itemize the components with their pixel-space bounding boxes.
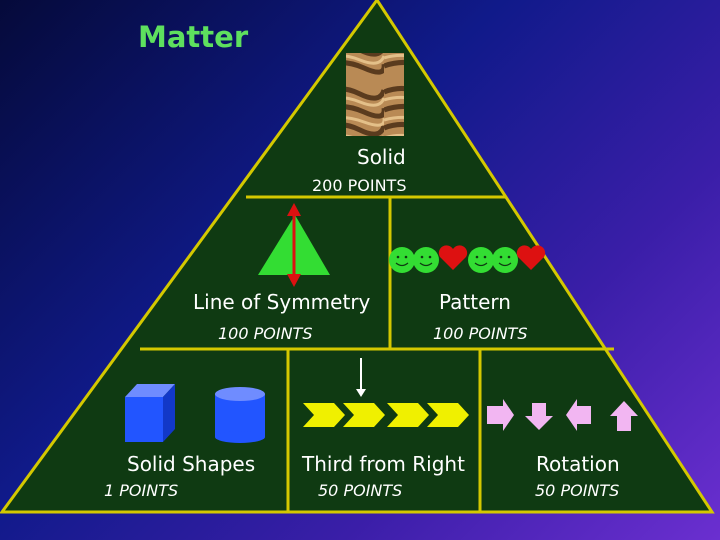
cube-icon xyxy=(125,384,175,442)
rotation-label: Rotation xyxy=(536,452,620,476)
arrow-down-icon xyxy=(287,274,301,287)
smiley-face-icon xyxy=(389,247,415,273)
heart-icon xyxy=(438,245,468,270)
pointer-arrowhead-icon xyxy=(356,389,366,397)
page-title: Matter xyxy=(138,20,249,54)
chevron-icon xyxy=(303,403,345,427)
smiley-face-icon xyxy=(413,247,439,273)
rotation-points[interactable]: 50 POINTS xyxy=(535,481,620,500)
tier-top-points[interactable]: 200 POINTS xyxy=(312,176,407,195)
arrow-right-icon xyxy=(487,399,514,431)
smiley-face-icon xyxy=(468,247,494,273)
symmetry-label: Line of Symmetry xyxy=(193,290,371,314)
smiley-face-icon xyxy=(492,247,518,273)
arrow-left-icon xyxy=(566,399,591,431)
sand-dunes-image[interactable] xyxy=(346,53,404,136)
symmetry-points[interactable]: 100 POINTS xyxy=(218,324,313,343)
cylinder-icon xyxy=(215,387,265,443)
chevron-icon xyxy=(427,403,469,427)
chevron-icon xyxy=(387,403,429,427)
arrow-up-icon xyxy=(610,401,638,431)
third-from-right-points[interactable]: 50 POINTS xyxy=(318,481,403,500)
pattern-points[interactable]: 100 POINTS xyxy=(433,324,528,343)
chevron-icon xyxy=(343,403,385,427)
arrow-up-icon xyxy=(287,203,301,216)
solid-shapes-label: Solid Shapes xyxy=(127,452,256,476)
solid-shapes-points[interactable]: 1 POINTS xyxy=(104,481,179,500)
tier-top-label: Solid xyxy=(357,145,406,169)
third-from-right-label: Third from Right xyxy=(302,452,465,476)
arrow-down-icon xyxy=(525,403,553,430)
heart-icon xyxy=(516,245,546,270)
pattern-label: Pattern xyxy=(439,290,511,314)
